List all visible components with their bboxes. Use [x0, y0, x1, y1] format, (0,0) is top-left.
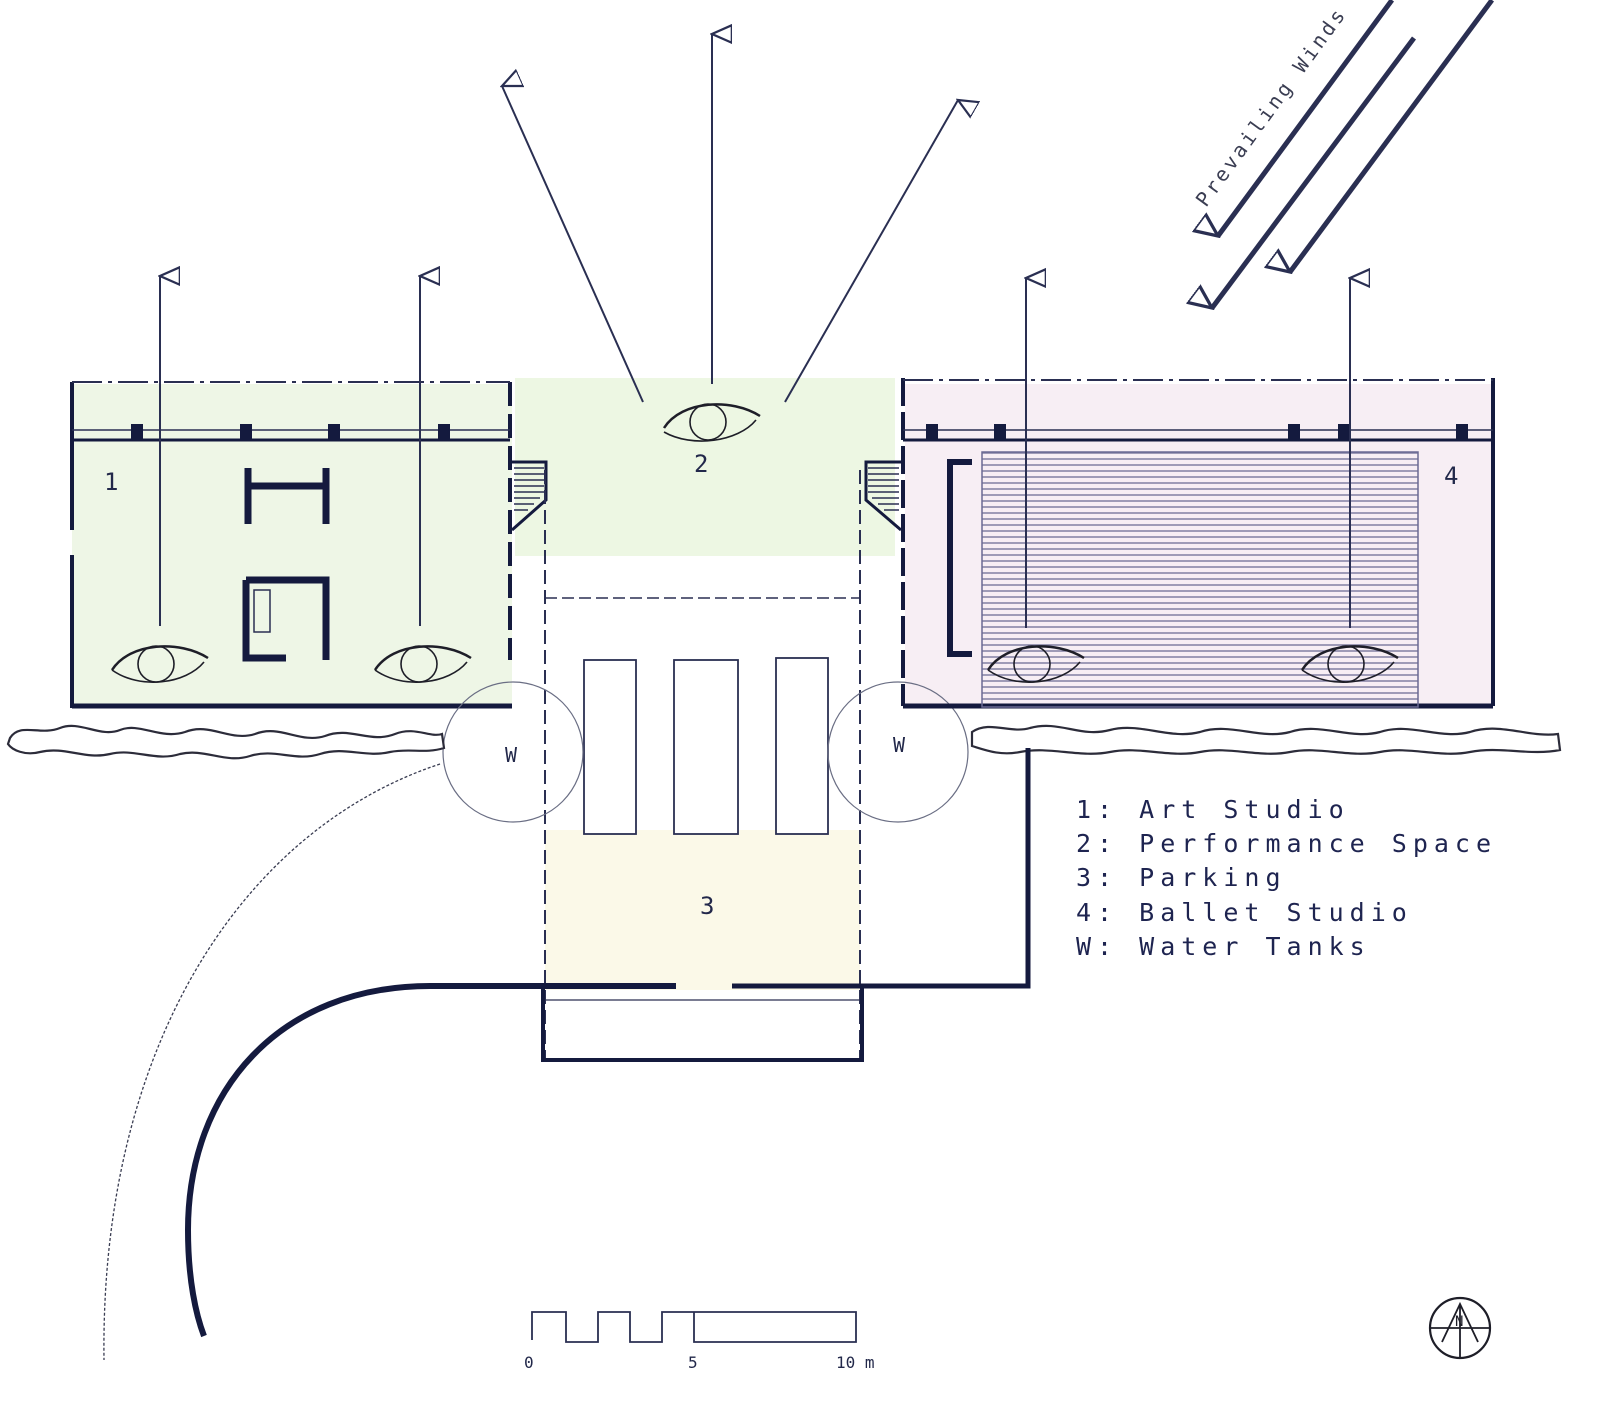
eye-icon — [1300, 645, 1399, 683]
parking-number: 3 — [700, 892, 714, 920]
performance-space: 2 — [694, 450, 708, 478]
parking-bay — [775, 657, 829, 835]
column — [1288, 424, 1300, 440]
ballet-studio: 4 — [901, 378, 1495, 709]
parking-bay — [583, 659, 637, 835]
hedge-left — [6, 724, 446, 760]
ballet-floor-hatch — [982, 452, 1418, 707]
column — [926, 424, 938, 440]
partition-upper — [244, 468, 330, 524]
door — [253, 589, 271, 633]
legend-item: 2: Performance Space — [1076, 829, 1497, 858]
ballet-barre — [947, 459, 972, 657]
prevailing-winds: Prevailing Winds — [1191, 0, 1495, 308]
column — [1338, 424, 1350, 440]
scale-tick-label: 0 — [524, 1353, 534, 1372]
wind-arrow — [1218, 0, 1395, 236]
performance-space-fill — [515, 378, 895, 556]
legend-item: 4: Ballet Studio — [1076, 898, 1413, 927]
water-tank-right: W — [827, 681, 969, 823]
path-curve — [103, 763, 441, 1361]
legend-item: 3: Parking — [1076, 863, 1287, 892]
column — [131, 424, 143, 440]
stairs-right — [864, 460, 902, 532]
view-arrows — [160, 34, 1350, 628]
column — [240, 424, 252, 440]
art-studio: 1 — [70, 381, 512, 709]
boundary-right — [732, 748, 1031, 989]
eye-icon — [662, 403, 761, 442]
performance-space-number: 2 — [694, 450, 708, 478]
road-curve — [184, 983, 676, 1338]
column — [328, 424, 340, 440]
legend-item: W: Water Tanks — [1076, 932, 1371, 961]
parking-bay — [673, 659, 739, 835]
water-tank-left-label: W — [505, 743, 518, 767]
column — [438, 424, 450, 440]
ballet-floor — [981, 451, 1419, 708]
north-arrow-icon: N — [1428, 1296, 1492, 1360]
wind-arrow — [1212, 36, 1417, 308]
view-arrow — [502, 86, 644, 403]
north-label: N — [1455, 1314, 1463, 1330]
column — [994, 424, 1006, 440]
parking-fill — [545, 830, 860, 990]
parking: 3 — [541, 470, 864, 1062]
scale-bar: 0 5 10 m — [524, 1311, 875, 1372]
scale-tick-label: 5 — [688, 1353, 698, 1372]
scale-tick-label: 10 m — [836, 1353, 875, 1372]
partition-lower — [242, 576, 330, 662]
view-arrow — [784, 100, 958, 403]
wind-label: Prevailing Winds — [1191, 2, 1352, 211]
parking-entry — [541, 986, 864, 1062]
legend-item: 1: Art Studio — [1076, 795, 1350, 824]
art-studio-number: 1 — [104, 468, 118, 496]
eye-icon — [373, 645, 472, 683]
water-tank-left: W — [442, 681, 584, 823]
eye-icon — [986, 645, 1085, 683]
hedge-right — [970, 724, 1562, 755]
wind-arrow — [1290, 0, 1495, 272]
legend: 1: Art Studio 2: Performance Space 3: Pa… — [1076, 795, 1497, 961]
eye-icon — [110, 645, 209, 683]
water-tank-right-label: W — [893, 733, 906, 757]
column — [1456, 424, 1468, 440]
ballet-studio-number: 4 — [1444, 462, 1458, 490]
